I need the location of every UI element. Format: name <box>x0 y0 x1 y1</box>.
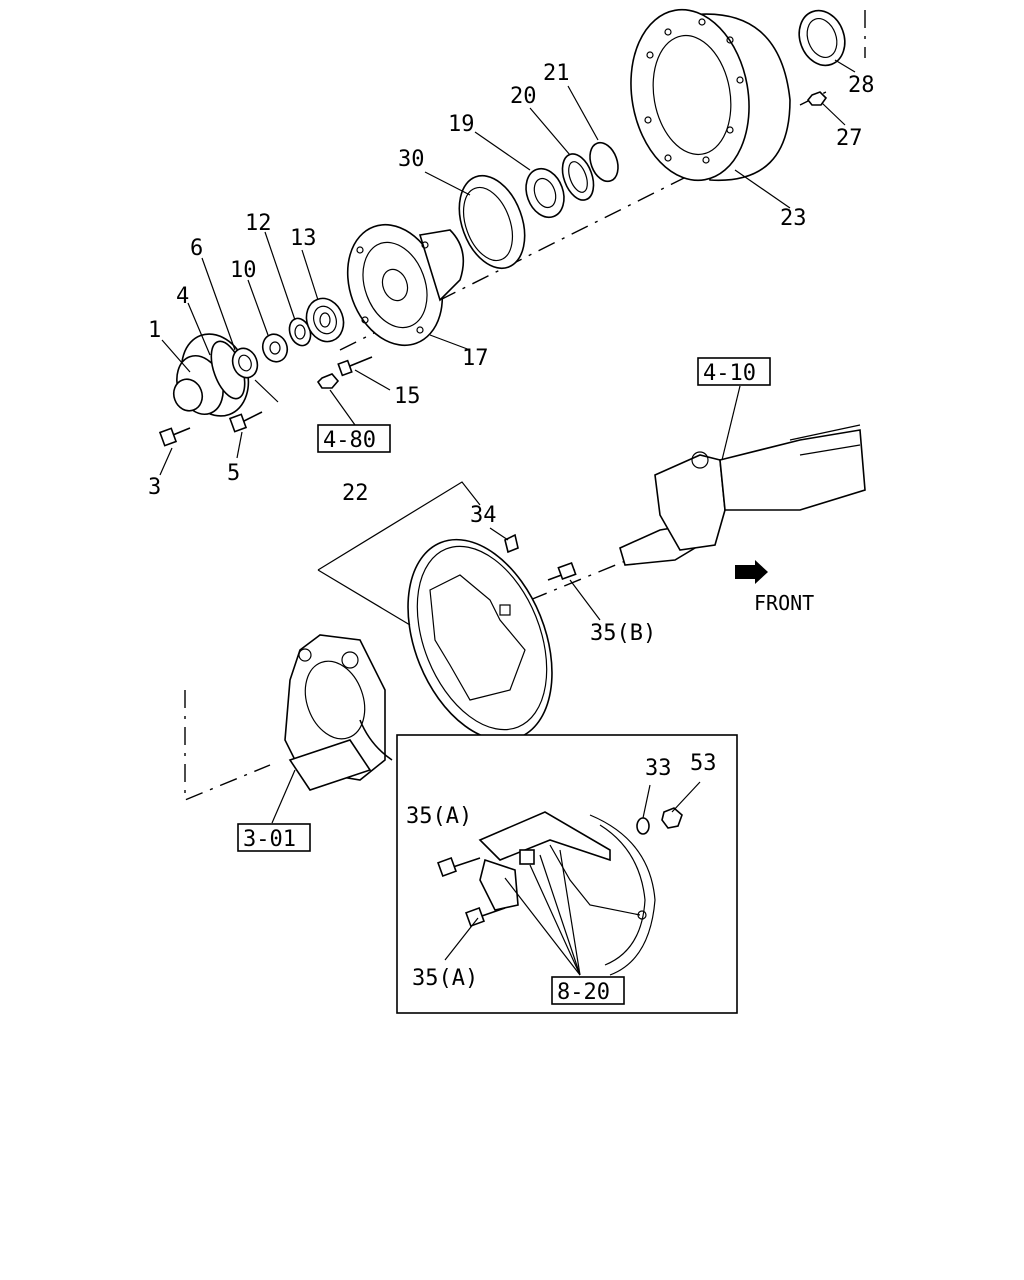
reference-label-4-80: 4-80 <box>323 428 376 453</box>
inset-nut-53 <box>661 807 683 829</box>
callout-15: 15 <box>394 384 421 409</box>
reference-box-8-20[interactable]: 8-20 <box>551 976 625 1005</box>
reference-box-3-01[interactable]: 3-01 <box>237 823 311 852</box>
callout-35a-bottom: 35(A) <box>412 966 478 991</box>
callout-10: 10 <box>230 258 257 283</box>
callout-17: 17 <box>462 346 489 371</box>
bolt-3 <box>158 427 191 447</box>
tone-ring <box>458 174 526 270</box>
reference-label-8-20: 8-20 <box>557 980 610 1005</box>
front-arrow-icon <box>735 560 768 584</box>
backing-plate <box>407 538 553 742</box>
callout-33: 33 <box>645 756 672 781</box>
oil-seal-28 <box>798 9 846 67</box>
anchor-bracket <box>284 634 386 791</box>
inset-washer-33 <box>636 817 650 835</box>
callout-30: 30 <box>398 147 425 172</box>
callout-53: 53 <box>690 751 717 776</box>
oil-seal <box>231 347 259 379</box>
leader-lines <box>159 59 856 976</box>
bearing-19 <box>525 167 565 219</box>
inset-brake-shoe-assembly <box>478 811 656 976</box>
inset-bolt-35a-top <box>437 857 481 877</box>
callout-5: 5 <box>227 461 240 486</box>
clip-34 <box>504 533 519 554</box>
nut-10 <box>261 333 289 363</box>
front-direction-label: FRONT <box>754 591 814 615</box>
callout-27: 27 <box>836 126 863 151</box>
bearing-13 <box>305 297 345 343</box>
callout-35a-top: 35(A) <box>406 804 472 829</box>
bracket-reference-line <box>184 690 271 802</box>
callout-4: 4 <box>176 284 189 309</box>
axle-knuckle <box>619 424 866 566</box>
callout-1: 1 <box>148 318 161 343</box>
callout-23: 23 <box>780 206 807 231</box>
hub-bolt-15 <box>337 356 373 377</box>
reference-label-4-10: 4-10 <box>703 361 756 386</box>
axis-line-upper <box>339 159 721 351</box>
callout-12: 12 <box>245 211 272 236</box>
callout-3: 3 <box>148 475 161 500</box>
callout-35b: 35(B) <box>590 621 656 646</box>
wheel-hub <box>346 223 465 347</box>
callout-19: 19 <box>448 112 475 137</box>
callout-6: 6 <box>190 236 203 261</box>
gasket-leader <box>254 379 279 403</box>
hub-nut <box>316 373 340 389</box>
seal-21 <box>589 141 619 183</box>
bolt-5 <box>228 411 263 433</box>
reference-label-3-01: 3-01 <box>243 827 296 852</box>
callout-13: 13 <box>290 226 317 251</box>
reference-box-4-80[interactable]: 4-80 <box>317 424 391 453</box>
inset-bolt-35a-bottom <box>465 907 506 927</box>
backing-plate-leader <box>317 481 481 571</box>
callout-34: 34 <box>470 503 497 528</box>
bolt-35b <box>547 561 577 581</box>
callout-21: 21 <box>543 61 570 86</box>
callout-20: 20 <box>510 84 537 109</box>
bracket-arrow <box>359 719 393 761</box>
reference-box-4-10[interactable]: 4-10 <box>697 357 771 386</box>
nut-27 <box>806 91 828 106</box>
brake-drum <box>630 8 791 182</box>
callout-28: 28 <box>848 73 875 98</box>
callout-22: 22 <box>342 481 369 506</box>
